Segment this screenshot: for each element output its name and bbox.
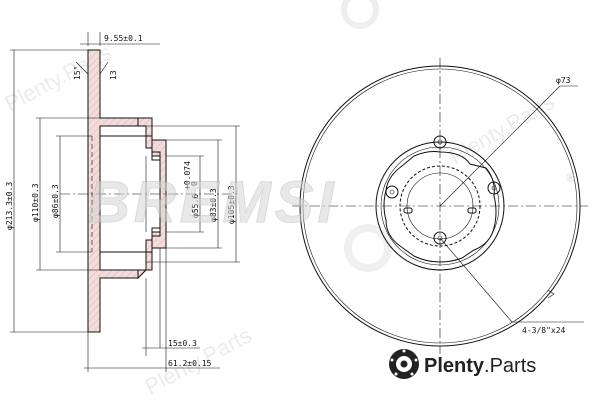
dim-holes: 4-3/8"x24 bbox=[522, 326, 566, 335]
plenty-word: Plenty bbox=[424, 355, 485, 377]
faint-gear-icon bbox=[341, 0, 379, 29]
dim-center-bore-tol-lower: 0 bbox=[190, 181, 199, 186]
dim-hat-dia: φ105±0.3 bbox=[227, 185, 236, 224]
faint-watermark-2: Plenty.Parts bbox=[445, 89, 559, 169]
dim-center-bore: φ55.6 bbox=[191, 194, 200, 218]
plenty-dot: . bbox=[484, 355, 490, 377]
bremsi-registered-mark: ® bbox=[566, 171, 575, 185]
faint-gear-icon-2 bbox=[344, 224, 392, 272]
dim-outer-dia: φ213.3±0.3 bbox=[5, 182, 14, 230]
dim-angle-b: 13 bbox=[109, 70, 118, 80]
dim-bolt-circle: φ83±0.3 bbox=[209, 188, 218, 222]
dim-total-height: 61.2±0.15 bbox=[168, 359, 212, 368]
dim-hub-inner: φ86±0.3 bbox=[51, 184, 60, 218]
brake-rotor-icon bbox=[389, 349, 419, 379]
dim-hub-outer: φ110±0.3 bbox=[31, 183, 40, 222]
dim-pcd: φ73 bbox=[556, 76, 571, 85]
bremsi-logo-text: BREMSI bbox=[88, 170, 338, 235]
dim-center-bore-tol-upper: +0.074 bbox=[183, 161, 192, 190]
svg-text:Plenty.Parts: Plenty.Parts bbox=[424, 355, 536, 377]
dim-hub-depth: 15±0.3 bbox=[168, 339, 197, 348]
front-view bbox=[292, 58, 588, 354]
bremsi-watermark: BREMSI ® bbox=[88, 170, 576, 236]
parts-word: Parts bbox=[490, 355, 537, 377]
plenty-parts-logo: Plenty.Parts bbox=[389, 349, 536, 379]
dim-angle-a: 15° bbox=[73, 66, 82, 80]
dim-top-thickness: 9.55±0.1 bbox=[104, 34, 143, 43]
section-view bbox=[10, 32, 240, 372]
